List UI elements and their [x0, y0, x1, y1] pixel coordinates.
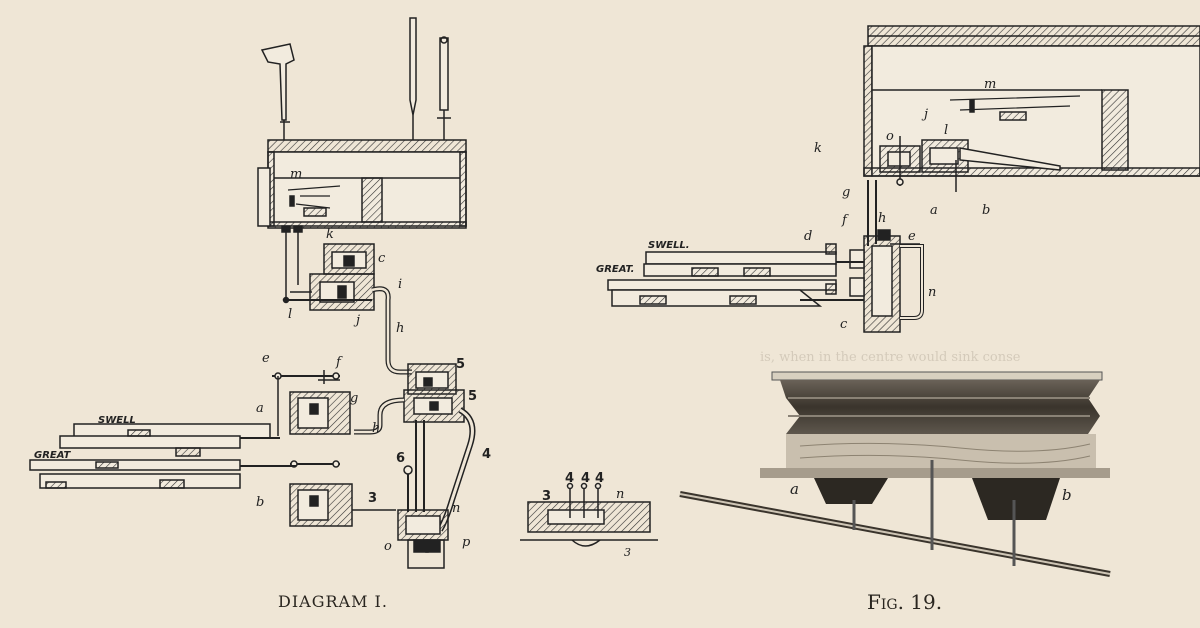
diagram-one — [29, 17, 658, 569]
label-c-right: c — [840, 317, 848, 332]
fig-19-section — [607, 25, 1200, 333]
bleed-through-text: is, when in the centre would sink conse — [760, 350, 1021, 365]
inset-label-4c: 4 — [595, 471, 604, 486]
reed-pipes — [409, 17, 451, 140]
label-6: 6 — [396, 451, 405, 466]
label-a-right: a — [930, 203, 938, 218]
label-p-left: p — [462, 535, 471, 550]
label-3-left: 3 — [368, 491, 377, 506]
label-h-upper: h — [396, 321, 404, 336]
label-d-right: d — [804, 229, 812, 244]
label-c-left: c — [378, 251, 386, 266]
inset-label-n: n — [616, 487, 624, 502]
label-f-left: f — [335, 355, 343, 370]
diagram-caption: DIAGRAM I. — [278, 592, 388, 611]
label-e-right: e — [908, 229, 916, 244]
relay-block-right — [849, 229, 924, 333]
relay-motor-upper — [282, 243, 375, 311]
keyboards-right — [607, 243, 864, 307]
photo-label-b: b — [1062, 486, 1072, 504]
label-b-left: b — [256, 495, 264, 510]
label-l-right: l — [944, 123, 948, 138]
label-swell-right: SWELL. — [648, 240, 690, 251]
label-g-left: g — [350, 391, 358, 406]
label-swell-left: SWELL — [98, 415, 136, 426]
inset-label-3-bottom: 3 — [624, 546, 631, 559]
label-o-right: o — [886, 129, 894, 144]
keyboards-left — [29, 423, 296, 489]
label-great-right: GREAT. — [596, 264, 634, 275]
pipe-elbow — [260, 43, 295, 140]
diagram-one-labels: SWELL GREAT m k c i j l h e f a g h 5 5 … — [34, 167, 631, 559]
label-g-right: g — [842, 185, 850, 200]
label-j-left: j — [353, 313, 360, 328]
label-h-right: h — [878, 211, 886, 226]
photo-label-a: a — [790, 480, 799, 498]
label-5-upper: 5 — [456, 357, 465, 372]
label-l-left: l — [288, 307, 292, 322]
windchest-left — [257, 139, 467, 233]
label-j-right: j — [921, 107, 928, 122]
great-motor — [289, 460, 396, 527]
primary-box — [397, 509, 449, 569]
label-f-right: f — [841, 213, 849, 228]
bellows-photo: a b — [679, 371, 1111, 577]
label-h-lower: h — [372, 421, 380, 436]
label-k-right: k — [814, 141, 822, 156]
label-k-left: k — [326, 227, 334, 242]
chest-motors — [879, 136, 1061, 192]
inset-label-4b: 4 — [581, 471, 590, 486]
label-n-right: n — [928, 285, 936, 300]
label-i-left: i — [398, 277, 402, 292]
label-5-lower: 5 — [468, 389, 477, 404]
figure-caption: Fig. 19. — [867, 590, 943, 614]
inset-label-3: 3 — [542, 489, 551, 504]
label-n-left: n — [452, 501, 460, 516]
label-o-left: o — [384, 539, 392, 554]
label-a-left: a — [256, 401, 264, 416]
junction-block — [403, 363, 465, 423]
label-e-left: e — [262, 351, 270, 366]
label-m-left: m — [290, 167, 302, 182]
label-great-left: GREAT — [34, 450, 72, 461]
swell-motor — [272, 370, 351, 436]
inset-label-4a: 4 — [565, 471, 574, 486]
label-b-right: b — [982, 203, 990, 218]
fig-19-labels: SWELL. GREAT. m j l o k a b g h f e d c … — [596, 77, 996, 332]
label-m-right: m — [984, 77, 996, 92]
label-4-left: 4 — [482, 447, 491, 462]
inset-detail — [520, 482, 658, 547]
